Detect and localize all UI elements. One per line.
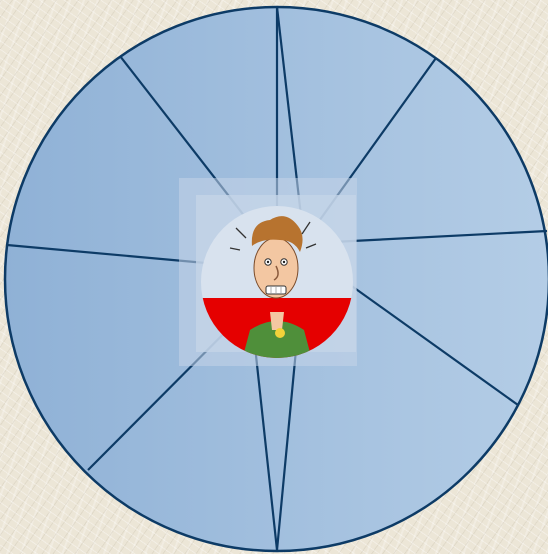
center-figure [179, 178, 358, 366]
